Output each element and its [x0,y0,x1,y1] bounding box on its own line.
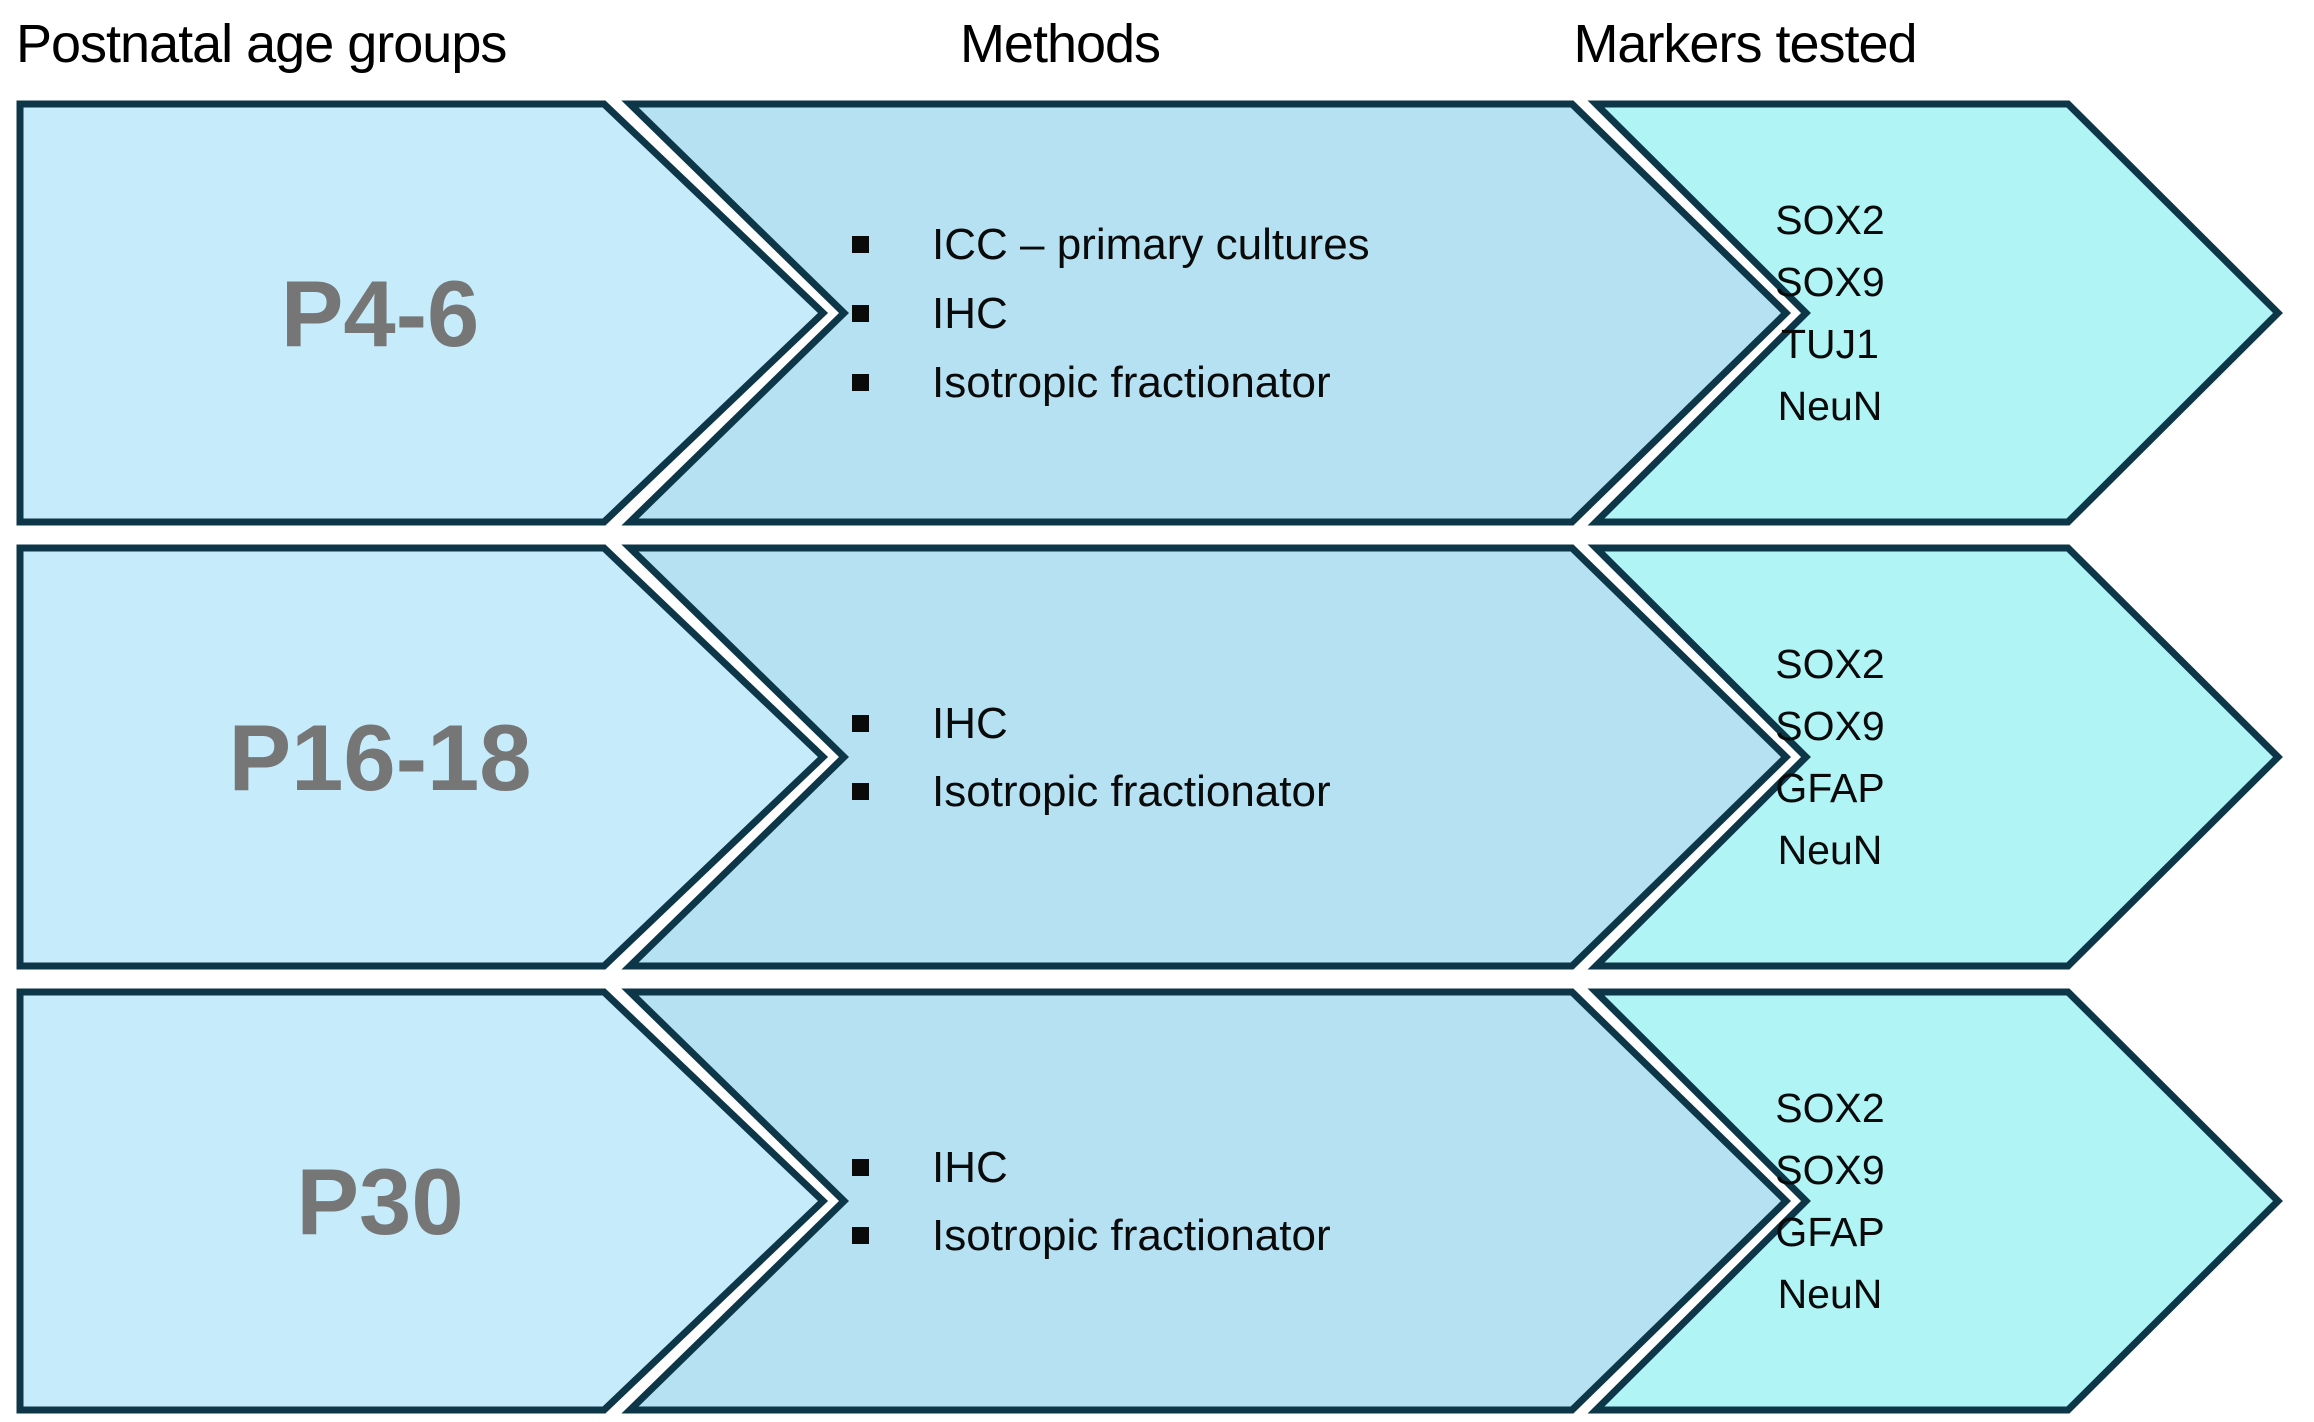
method-item: Isotropic fractionator [932,1211,1331,1260]
markers-list: SOX2 SOX9 TUJ1 NeuN [1775,197,1884,429]
method-item: IHC [932,289,1008,338]
markers-list: SOX2 SOX9 GFAP NeuN [1775,1085,1884,1317]
age-pentagon-arrow [16,100,829,526]
bullet-square-icon [852,374,869,391]
bullet-square-icon [852,783,869,800]
methods-list: IHC Isotropic fractionator [852,699,1331,816]
marker-item: GFAP [1775,765,1884,811]
row-p30: P30 IHC Isotropic fractionator SOX2 SOX9… [16,988,2283,1414]
age-pentagon-arrow [16,988,829,1414]
column-header-markers: Markers tested [1573,14,1916,74]
methods-list: IHC Isotropic fractionator [852,1143,1331,1260]
marker-item: SOX2 [1775,641,1884,687]
marker-item: NeuN [1778,383,1883,429]
methods-chevron [621,100,1792,526]
marker-item: SOX2 [1775,1085,1884,1131]
marker-item: GFAP [1775,1209,1884,1255]
method-item: ICC – primary cultures [932,220,1370,269]
method-item: Isotropic fractionator [932,767,1331,816]
bullet-square-icon [852,715,869,732]
marker-item: SOX9 [1775,703,1884,749]
marker-item: SOX9 [1775,1147,1884,1193]
marker-item: TUJ1 [1781,321,1879,367]
method-item: Isotropic fractionator [932,358,1331,407]
marker-item: SOX9 [1775,259,1884,305]
bullet-square-icon [852,1159,869,1176]
method-item: IHC [932,1143,1008,1192]
column-header-age-groups: Postnatal age groups [16,14,506,74]
age-group-label: P4-6 [281,261,480,366]
method-item: IHC [932,699,1008,748]
age-group-label: P30 [296,1149,463,1254]
markers-chevron [1587,988,2283,1414]
age-group-label: P16-18 [228,705,531,810]
marker-item: NeuN [1778,827,1883,873]
methods-chevron [621,544,1792,970]
row-p4-6: P4-6 ICC – primary cultures IHC Isotropi… [16,100,2283,526]
marker-item: NeuN [1778,1271,1883,1317]
bullet-square-icon [852,1227,869,1244]
bullet-square-icon [852,236,869,253]
markers-chevron [1587,100,2283,526]
row-p16-18: P16-18 IHC Isotropic fractionator SOX2 S… [16,544,2283,970]
methods-chevron [621,988,1792,1414]
markers-list: SOX2 SOX9 GFAP NeuN [1775,641,1884,873]
marker-item: SOX2 [1775,197,1884,243]
bullet-square-icon [852,305,869,322]
markers-chevron [1587,544,2283,970]
column-header-methods: Methods [960,14,1160,74]
age-pentagon-arrow [16,544,829,970]
methods-list: ICC – primary cultures IHC Isotropic fra… [852,220,1370,407]
